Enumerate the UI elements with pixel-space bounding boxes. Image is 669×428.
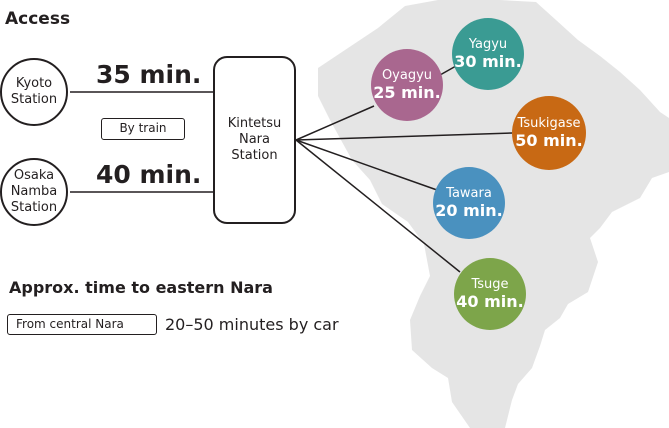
kintetsu-nara-station-node: Kintetsu Nara Station: [213, 56, 296, 224]
destination-name: Tawara: [446, 186, 492, 201]
by-train-tag: By train: [101, 118, 185, 140]
line-oyagyu-yagyu: [439, 65, 457, 76]
osaka-travel-time: 40 min.: [96, 160, 202, 189]
access-title: Access: [5, 9, 71, 29]
destination-tsukigase: Tsukigase 50 min.: [512, 96, 586, 170]
osaka-namba-station-node: Osaka Namba Station: [0, 158, 68, 226]
destination-tawara: Tawara 20 min.: [433, 167, 505, 239]
destination-name: Tsukigase: [517, 116, 581, 131]
destination-time: 20 min.: [435, 201, 503, 220]
destination-tsuge: Tsuge 40 min.: [454, 258, 526, 330]
kyoto-travel-time: 35 min.: [96, 60, 202, 89]
destination-name: Oyagyu: [381, 68, 433, 83]
line-hub-tsukigase: [295, 132, 513, 141]
destination-time: 30 min.: [454, 52, 522, 71]
from-central-nara-tag: From central Nara: [7, 314, 157, 335]
destination-time: 50 min.: [515, 131, 583, 150]
kyoto-station-node: Kyoto Station: [0, 58, 68, 126]
destination-name: Tsuge: [471, 277, 509, 292]
destination-time: 25 min.: [373, 83, 441, 102]
destination-oyagyu: Oyagyu 25 min.: [371, 49, 443, 121]
destination-time: 40 min.: [456, 292, 524, 311]
line-hub-tawara: [295, 139, 438, 191]
line-hub-tsuge: [295, 139, 461, 273]
connection-lines: [70, 65, 513, 273]
car-time-text: 20–50 minutes by car: [165, 315, 339, 334]
line-hub-oyagyu: [295, 105, 375, 141]
eastern-nara-title: Approx. time to eastern Nara: [9, 278, 273, 297]
destination-yagyu: Yagyu 30 min.: [452, 18, 524, 90]
destination-name: Yagyu: [468, 37, 508, 52]
